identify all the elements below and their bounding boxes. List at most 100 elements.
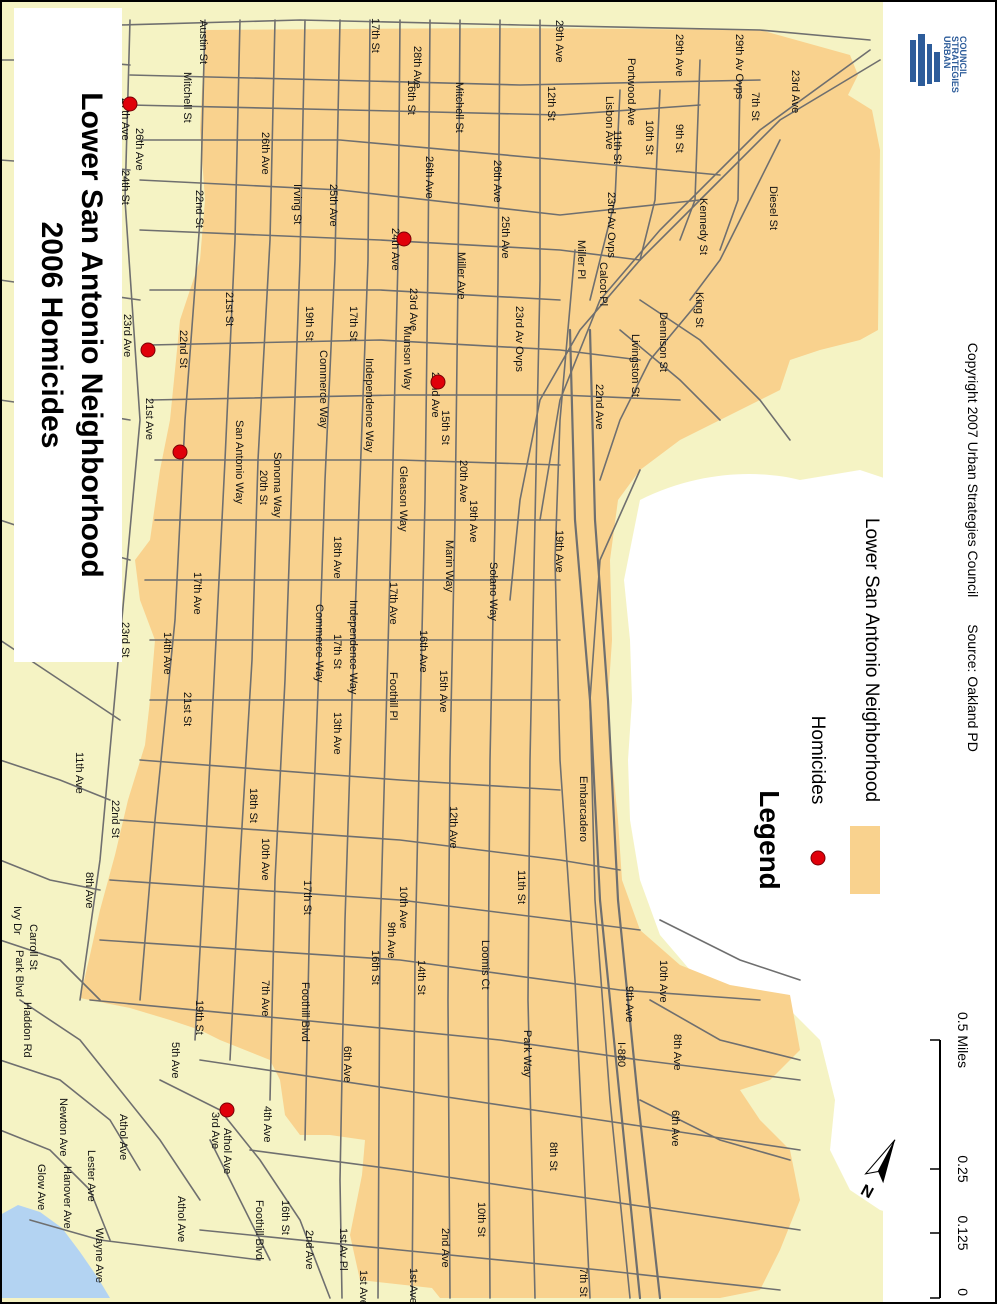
legend-neighborhood-swatch bbox=[850, 826, 880, 894]
street-label: Munson Way bbox=[401, 326, 413, 390]
street-label: 17th St bbox=[369, 18, 381, 53]
street-label: Park Blvd bbox=[13, 950, 25, 997]
street-label: 11th St bbox=[611, 130, 623, 164]
street-label: 1st Av Pl bbox=[337, 1228, 349, 1271]
street-label: 17th Ave bbox=[387, 582, 399, 625]
street-label: Austin St bbox=[197, 20, 209, 64]
street-label: 21st St bbox=[181, 692, 193, 726]
scale-tick-3: 0.5 Miles bbox=[955, 1012, 971, 1068]
street-label: 12th St bbox=[545, 86, 557, 121]
street-label: Livingston St bbox=[629, 334, 641, 397]
street-label: 17th Ave bbox=[191, 572, 203, 615]
street-label: 29th Ave bbox=[673, 34, 685, 77]
street-label: Diesel St bbox=[767, 186, 779, 230]
homicide-markers bbox=[122, 96, 446, 1118]
street-label: 6th Ave bbox=[341, 1046, 353, 1083]
street-label: 25th Ave bbox=[327, 184, 339, 227]
street-label: Lisbon Ave bbox=[603, 96, 615, 150]
homicide-marker[interactable] bbox=[396, 231, 412, 247]
street-label: Gleason Way bbox=[397, 466, 409, 532]
street-label: 1st Ave bbox=[357, 1270, 369, 1304]
homicide-marker[interactable] bbox=[172, 444, 188, 460]
water-estuary bbox=[624, 470, 915, 1220]
street-label: 16th Ave bbox=[417, 630, 429, 673]
street-label: 6th Ave bbox=[669, 1110, 681, 1147]
title-line-2: Lower San Antonio Neighborhood bbox=[75, 92, 108, 578]
street-label: 23rd Av Ovps bbox=[605, 192, 617, 258]
street-label: 12th Ave bbox=[447, 806, 459, 849]
homicide-marker[interactable] bbox=[140, 342, 156, 358]
street-label: Athol Ave bbox=[117, 1114, 129, 1160]
homicide-marker[interactable] bbox=[122, 96, 138, 112]
street-label: 8th St bbox=[547, 1142, 559, 1171]
street-label: 9th Ave bbox=[623, 986, 635, 1023]
logo: URBAN STRATEGIES COUNCIL bbox=[906, 30, 968, 93]
street-label: 2nd Ave bbox=[303, 1230, 315, 1270]
street-label: 29th Ave bbox=[553, 20, 565, 63]
street-label: 21st St bbox=[223, 292, 235, 326]
street-label: 16th St bbox=[405, 80, 417, 115]
street-label: 22nd St bbox=[109, 800, 121, 838]
street-label: 22nd St bbox=[193, 190, 205, 228]
legend-heading: Legend bbox=[754, 790, 785, 890]
street-label: 17th St bbox=[331, 634, 343, 669]
street-label: Foothill Blvd bbox=[253, 1200, 265, 1260]
street-label: Glow Ave bbox=[35, 1164, 47, 1210]
legend-homicide-icon bbox=[810, 850, 826, 866]
street-label: Foothill Pl bbox=[387, 672, 399, 720]
street-label: 21st Ave bbox=[143, 398, 155, 440]
street-label: 22nd St bbox=[177, 330, 189, 368]
homicide-marker[interactable] bbox=[430, 374, 446, 390]
street-label: Loomis Ct bbox=[479, 940, 491, 990]
street-label: Irving St bbox=[291, 184, 303, 224]
scale-tick-2: 0.25 bbox=[955, 1155, 971, 1182]
street-label: 13th Ave bbox=[331, 712, 343, 755]
street-label: 17th St bbox=[301, 880, 313, 915]
logo-text-3: COUNCIL bbox=[958, 36, 968, 77]
street-label: Athol Ave bbox=[175, 1196, 187, 1242]
street-labels: Austin St 17th St 28th Ave 29th Ave 29th… bbox=[11, 18, 801, 1306]
street-label: Independence Way bbox=[347, 600, 359, 695]
homicide-marker[interactable] bbox=[219, 1102, 235, 1118]
title-line-1: 2006 Homicides bbox=[35, 222, 68, 449]
street-label: Commerce Way bbox=[313, 604, 325, 683]
street-label: Dennison St bbox=[657, 312, 669, 372]
logo-text-2: STRATEGIES bbox=[950, 36, 960, 93]
scale-tick-0: 0 bbox=[955, 1288, 971, 1296]
scale-bar: 0 0.125 0.25 0.5 Miles bbox=[930, 1012, 971, 1299]
street-label: Solano Way bbox=[487, 562, 499, 621]
north-arrow-icon: N bbox=[858, 1139, 896, 1202]
street-label: Calcot Pl bbox=[597, 262, 609, 306]
street-label: Athol Ave bbox=[221, 1128, 233, 1174]
street-label: Miller Ave bbox=[455, 252, 467, 299]
source-text: Source: Oakland PD bbox=[965, 624, 981, 752]
street-label: 16th St bbox=[279, 1200, 291, 1235]
street-label: 2nd Ave bbox=[439, 1228, 451, 1268]
street-label: Independence Way bbox=[363, 358, 375, 453]
street-label: San Antonio Way bbox=[233, 420, 245, 504]
street-label: 23rd Av Ovps bbox=[513, 306, 525, 372]
street-label: 9th St bbox=[673, 124, 685, 153]
street-label: 1st Ave bbox=[407, 1268, 419, 1304]
street-label: 22nd Ave bbox=[593, 384, 605, 430]
water-lake bbox=[0, 1205, 110, 1298]
street-label: 10th Ave bbox=[657, 960, 669, 1003]
street-label: 3rd Ave bbox=[209, 1112, 221, 1149]
street-label: 10th St bbox=[643, 120, 655, 155]
street-label: 11th Ave bbox=[73, 752, 85, 794]
street-label: 14th St bbox=[415, 960, 427, 995]
street-label: Lester Ave bbox=[85, 1150, 97, 1202]
street-label: 9th Ave bbox=[385, 922, 397, 959]
street-label: 23rd Ave bbox=[121, 314, 133, 357]
street-label: 8th Ave bbox=[671, 1034, 683, 1071]
street-label: Foothill Blvd bbox=[299, 982, 311, 1042]
street-label: 4th Ave bbox=[261, 1106, 273, 1143]
street-label: 26th Ave bbox=[423, 156, 435, 199]
street-label: I-880 bbox=[615, 1042, 627, 1067]
street-label: Portwood Ave bbox=[625, 58, 637, 126]
neighborhood-area bbox=[80, 28, 880, 1298]
street-network bbox=[0, 19, 881, 1300]
